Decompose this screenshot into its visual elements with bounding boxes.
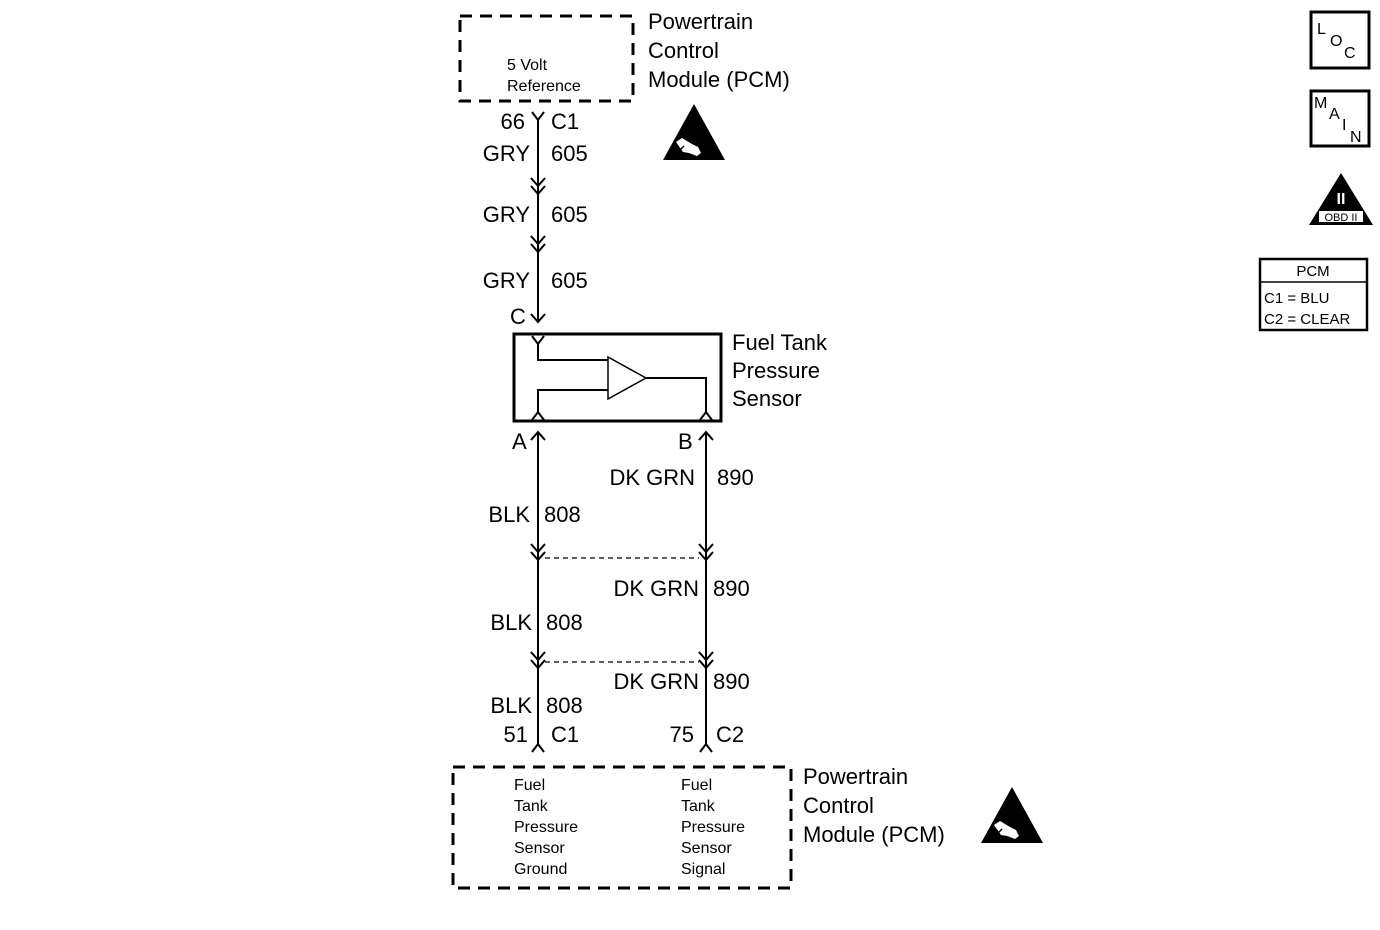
svg-text:N: N [1350,129,1362,146]
amplifier-symbol-icon [531,335,713,421]
connector-female-icon [699,742,713,753]
pcm-top-connector: C1 [551,109,579,134]
splice-chevron-icon [698,543,714,562]
svg-text:Signal: Signal [681,861,725,878]
pcm-connector-table: PCM C1 = BLU C2 = CLEAR [1258,257,1369,332]
splice-chevron-icon [698,651,714,670]
connector-female-icon [531,742,545,753]
svg-text:L: L [1317,21,1326,38]
svg-text:C: C [1344,45,1356,62]
wire-890-color-2: DK GRN [613,576,699,601]
splice-chevron-icon [530,543,546,562]
wire-605-color-1: GRY [483,141,531,166]
pcm-top-ref-line1: 5 Volt [507,57,548,74]
wire-808-color-3: BLK [490,693,532,718]
obd-ii-icon: II OBD II [1309,173,1373,225]
pcm-top-pin: 66 [501,109,525,134]
wire-890-circuit-3: 890 [713,669,750,694]
wire-808-circuit-1: 808 [544,502,581,527]
wire-808-color-1: BLK [488,502,530,527]
svg-text:Ground: Ground [514,861,567,878]
svg-text:Sensor: Sensor [514,840,565,857]
pcm-top-title-line2: Control [648,38,719,63]
splice-chevron-icon [530,235,546,254]
wire-605-circuit-2: 605 [551,202,588,227]
pcm-bottom-ground-label: Fuel Tank Pressure Sensor Ground [514,777,578,878]
pcm-top-title-line3: Module (PCM) [648,67,790,92]
pcm-bottom-signal-pin: 75 [670,722,694,747]
connector-female-icon [531,111,545,122]
sensor-pin-b: B [678,429,693,454]
location-icon: L O C [1309,10,1371,70]
pcm-top-title-line1: Powertrain [648,9,753,34]
wire-808-circuit-2: 808 [546,610,583,635]
arrow-down-icon [530,313,546,324]
wire-890-color-3: DK GRN [613,669,699,694]
svg-text:Fuel: Fuel [514,777,545,794]
svg-text:Sensor: Sensor [681,840,732,857]
svg-text:Pressure: Pressure [514,819,578,836]
sensor-pin-c: C [510,304,526,329]
wire-808-circuit-3: 808 [546,693,583,718]
pcm-bottom-box [451,765,793,890]
svg-text:Fuel: Fuel [681,777,712,794]
pcm-bottom-ground-pin: 51 [504,722,528,747]
wire-605-circuit-3: 605 [551,268,588,293]
esd-warning-icon [981,787,1043,843]
pcm-bottom-signal-connector: C2 [716,722,744,747]
sensor-pin-a: A [512,429,527,454]
sensor-box [512,332,723,423]
wire-808-color-2: BLK [490,610,532,635]
pcm-table-row: C2 = CLEAR [1264,311,1350,328]
esd-warning-icon [663,104,725,160]
pcm-bottom-title-line1: Powertrain [803,764,908,789]
svg-text:A: A [1329,106,1340,123]
wire-890-color-1: DK GRN [609,465,695,490]
pcm-table-row: C1 = BLU [1264,290,1329,307]
pcm-bottom-signal-label: Fuel Tank Pressure Sensor Signal [681,777,745,878]
svg-text:OBD II: OBD II [1324,212,1357,224]
splice-chevron-icon [530,177,546,196]
wire-890-circuit-2: 890 [713,576,750,601]
splice-chevron-icon [530,651,546,670]
pcm-bottom-ground-connector: C1 [551,722,579,747]
svg-text:O: O [1330,33,1342,50]
pcm-top-ref-line2: Reference [507,78,581,95]
pcm-top-box [458,14,635,103]
svg-text:Tank: Tank [681,798,716,815]
svg-text:II: II [1337,191,1346,208]
svg-text:Tank: Tank [514,798,549,815]
wire-605-color-2: GRY [483,202,531,227]
pcm-table-header: PCM [1296,263,1329,280]
sensor-title-line2: Pressure [732,358,820,383]
sensor-title-line3: Sensor [732,386,802,411]
svg-text:M: M [1314,95,1327,112]
main-icon: M A I N [1309,89,1371,148]
svg-text:Pressure: Pressure [681,819,745,836]
wire-605-circuit-1: 605 [551,141,588,166]
sensor-title-line1: Fuel Tank [732,330,828,355]
wire-890-circuit-1: 890 [717,465,754,490]
pcm-bottom-title-line3: Module (PCM) [803,822,945,847]
svg-text:I: I [1342,117,1346,134]
wire-605-color-3: GRY [483,268,531,293]
pcm-bottom-title-line2: Control [803,793,874,818]
